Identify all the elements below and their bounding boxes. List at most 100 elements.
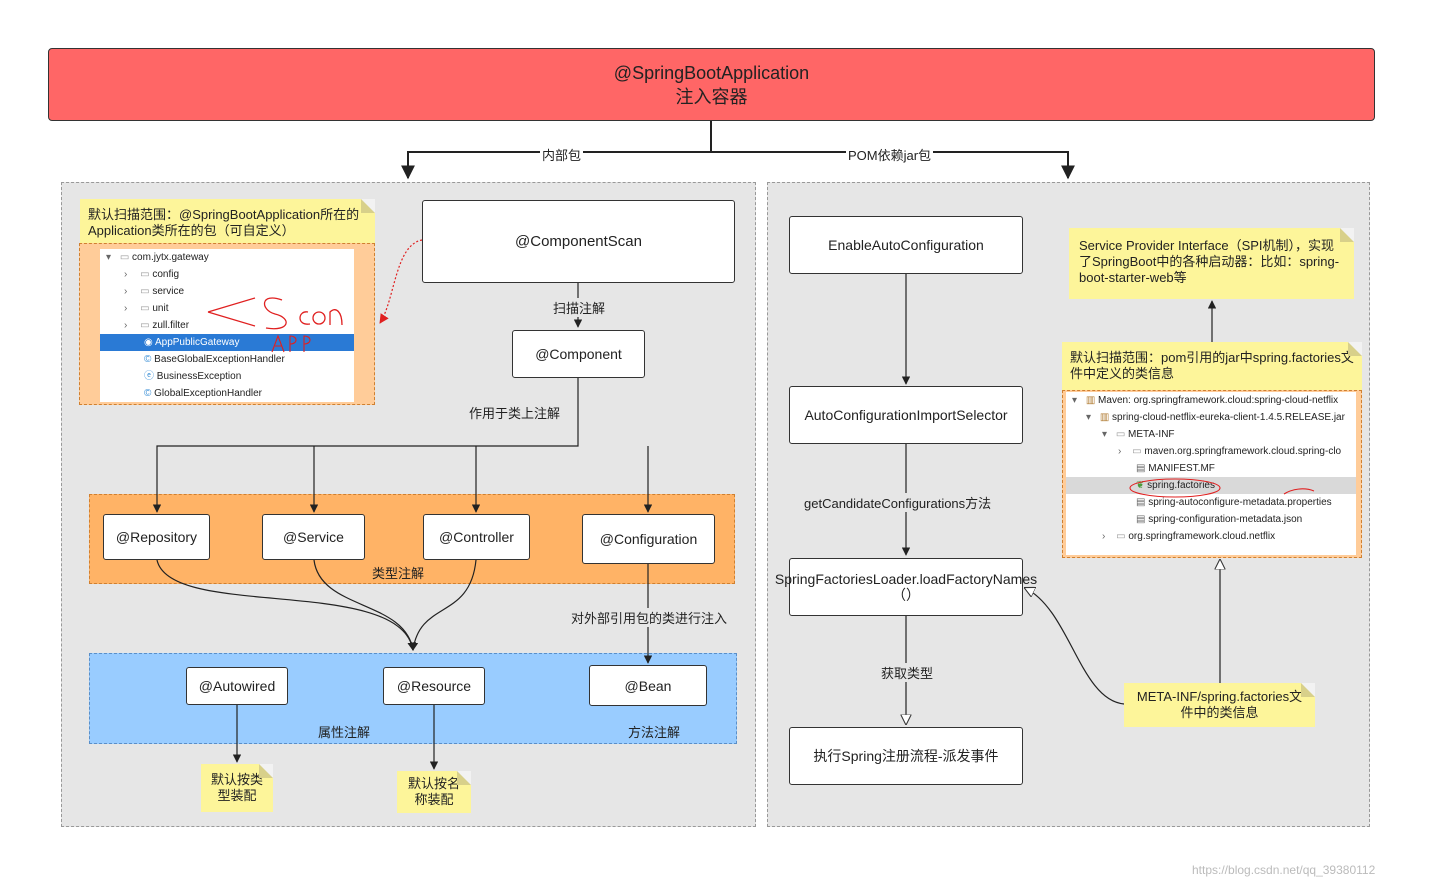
library-icon: ▥ (1085, 395, 1096, 406)
repository-box[interactable]: @Repository (103, 514, 210, 560)
folder-icon: ▭ (1132, 446, 1142, 457)
resource-box[interactable]: @Resource (383, 667, 485, 705)
expand-icon: › (1102, 531, 1106, 542)
property-group-label: 属性注解 (318, 725, 371, 740)
class-icon: ◉ (144, 337, 153, 348)
jar-tree-jar[interactable]: ▾ ▥ spring-cloud-netflix-eureka-client-1… (1066, 409, 1356, 426)
exec-register-box[interactable]: 执行Spring注册流程-派发事件 (789, 727, 1023, 785)
folder-icon: ▭ (140, 320, 150, 331)
expand-icon: › (124, 269, 128, 280)
class-icon: © (144, 388, 152, 399)
folder-icon: ▭ (1116, 531, 1126, 542)
header-title: @SpringBootApplication (613, 62, 810, 83)
tree-item-business-exception[interactable]: ⓔ BusinessException (100, 368, 354, 385)
import-selector-box[interactable]: AutoConfigurationImportSelector (789, 386, 1023, 444)
branch-right-label: POM依赖jar包 (846, 145, 934, 164)
enable-auto-configuration-label: EnableAutoConfiguration (828, 237, 984, 253)
tree-item-label: GlobalExceptionHandler (154, 388, 262, 399)
autowired-box[interactable]: @Autowired (186, 667, 288, 705)
tree-item-base-exception-handler[interactable]: © BaseGlobalExceptionHandler (100, 351, 354, 368)
collapse-icon: ▾ (1072, 395, 1078, 406)
jar-tree-maven-folder[interactable]: › ▭ maven.org.springframework.cloud.spri… (1066, 443, 1356, 460)
tree-root-label: com.jytx.gateway (132, 252, 209, 263)
spi-note: Service Provider Interface（SPI机制），实现了Spr… (1069, 228, 1354, 299)
enable-auto-configuration-box[interactable]: EnableAutoConfiguration (789, 216, 1023, 274)
tree-item-label: BaseGlobalExceptionHandler (154, 354, 285, 365)
folder-icon: ▭ (140, 286, 150, 297)
class-icon: © (144, 354, 152, 365)
exception-icon: ⓔ (144, 371, 154, 382)
tree-item-label: unit (152, 303, 169, 314)
tree-item-label: BusinessException (156, 371, 242, 382)
bytype-note-text: 默认按类型装配 (210, 772, 263, 803)
configuration-box[interactable]: @Configuration (582, 514, 715, 564)
component-scan-label: @ComponentScan (515, 233, 642, 250)
exec-register-label: 执行Spring注册流程-派发事件 (813, 748, 999, 764)
configuration-label: @Configuration (599, 531, 698, 547)
jar-tree-label: META-INF (1128, 429, 1175, 440)
file-icon: ▤ (1136, 497, 1146, 508)
jar-tree-autoconfigure-metadata[interactable]: ▤ spring-autoconfigure-metadata.properti… (1066, 494, 1356, 511)
jar-tree-meta-inf[interactable]: ▾ ▭ META-INF (1066, 426, 1356, 443)
autowired-label: @Autowired (198, 678, 276, 694)
tree-item-unit[interactable]: › ▭ unit (100, 300, 354, 317)
springbootapplication-box[interactable]: @SpringBootApplication 注入容器 (48, 48, 1375, 121)
scan-scribble (207, 297, 343, 353)
meta-inf-note-text: META-INF/spring.factories文件中的类信息 (1136, 689, 1303, 720)
file-icon: ▤ (1136, 463, 1146, 474)
file-icon: ▤ (1136, 514, 1146, 525)
watermark: https://blog.csdn.net/qq_39380112 (1192, 863, 1376, 877)
jar-tree-configuration-metadata[interactable]: ▤ spring-configuration-metadata.json (1066, 511, 1356, 528)
header-subtitle: 注入容器 (675, 86, 748, 107)
folder-icon: ▭ (140, 269, 150, 280)
component-box[interactable]: @Component (512, 330, 645, 378)
method-group-label: 方法注解 (628, 725, 681, 740)
expand-icon: › (124, 303, 128, 314)
tree-item-label: config (152, 269, 180, 280)
branch-left-label: 内部包 (540, 145, 584, 164)
tree-root[interactable]: ▾ ▭ com.jytx.gateway (100, 249, 354, 266)
type-group-label: 类型注解 (372, 566, 425, 581)
jar-scan-note-text: 默认扫描范围：pom引用的jar中spring.factories文件中定义的类… (1070, 350, 1354, 381)
factories-highlight (1129, 478, 1315, 498)
collapse-icon: ▾ (106, 252, 112, 263)
jar-tree-spring-factories[interactable]: ❦ spring.factories (1066, 477, 1356, 494)
spi-note-text: Service Provider Interface（SPI机制），实现了Spr… (1079, 238, 1340, 285)
scan-annotation-label: 扫描注解 (551, 298, 608, 317)
tree-item-config[interactable]: › ▭ config (100, 266, 354, 283)
resource-label: @Resource (396, 678, 472, 694)
service-box[interactable]: @Service (262, 514, 365, 560)
byname-note: 默认按名称装配 (397, 771, 471, 813)
jar-tree-label: spring-autoconfigure-metadata.properties (1148, 497, 1332, 508)
component-scan-box[interactable]: @ComponentScan (422, 200, 735, 283)
folder-icon: ▭ (140, 303, 150, 314)
jar-tree-label: spring.factories (1147, 480, 1215, 491)
get-candidates-label: getCandidateConfigurations方法 (802, 493, 994, 512)
tree-item-global-exception-handler[interactable]: © GlobalExceptionHandler (100, 385, 354, 402)
external-inject-label: 对外部引用包的类进行注入 (569, 608, 730, 627)
tree-item-service[interactable]: › ▭ service (100, 283, 354, 300)
collapse-icon: ▾ (1086, 412, 1092, 423)
on-class-label: 作用于类上注解 (467, 403, 563, 422)
bytype-note: 默认按类型装配 (201, 764, 273, 812)
folder-icon: ▭ (119, 252, 130, 263)
jar-tree-netflix-package[interactable]: › ▭ org.springframework.cloud.netflix (1066, 528, 1356, 545)
left-scan-note: 默认扫描范围：@SpringBootApplication所在的Applicat… (80, 199, 375, 243)
tree-item-zull-filter[interactable]: › ▭ zull.filter (100, 317, 354, 334)
jar-tree-label: spring-cloud-netflix-eureka-client-1.4.5… (1112, 412, 1345, 423)
get-type-label: 获取类型 (879, 663, 936, 682)
jar-icon: ▥ (1099, 412, 1110, 423)
factories-loader-box[interactable]: SpringFactoriesLoader.loadFactoryNames（） (775, 558, 1037, 616)
jar-tree-label: spring-configuration-metadata.json (1148, 514, 1303, 525)
jar-tree-label: MANIFEST.MF (1148, 463, 1215, 474)
jar-tree-manifest[interactable]: ▤ MANIFEST.MF (1066, 460, 1356, 477)
tree-item-label: AppPublicGateway (154, 337, 240, 348)
jar-tree-maven-root[interactable]: ▾ ▥ Maven: org.springframework.cloud:spr… (1066, 392, 1356, 409)
jar-tree: ▾ ▥ Maven: org.springframework.cloud:spr… (1066, 392, 1356, 555)
controller-box[interactable]: @Controller (423, 514, 530, 560)
import-selector-label: AutoConfigurationImportSelector (804, 407, 1008, 423)
expand-icon: › (124, 320, 128, 331)
controller-label: @Controller (439, 529, 514, 545)
bean-box[interactable]: @Bean (589, 665, 707, 706)
jar-tree-label: org.springframework.cloud.netflix (1128, 531, 1276, 542)
